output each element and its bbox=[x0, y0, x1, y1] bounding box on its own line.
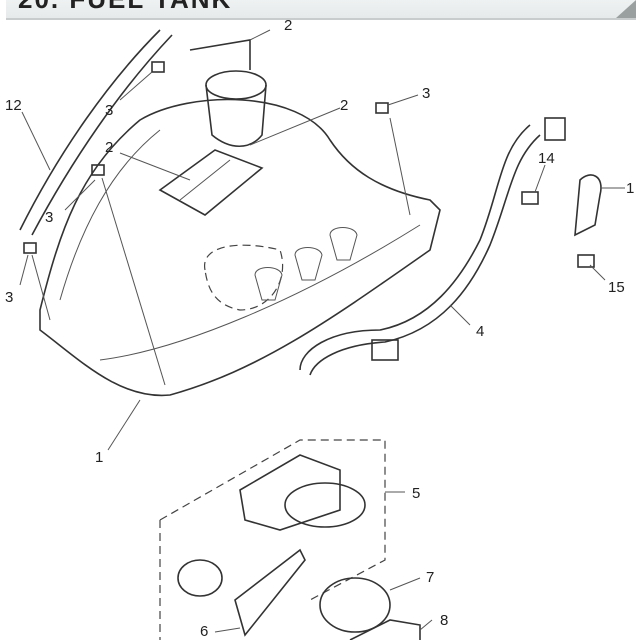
fuel-hose-4 bbox=[299, 124, 531, 371]
header-corner bbox=[616, 0, 636, 18]
callout-12: 12 bbox=[5, 97, 22, 114]
callout-14: 14 bbox=[538, 150, 555, 167]
callout-3: 3 bbox=[45, 209, 53, 226]
fuel-filter bbox=[177, 559, 223, 597]
bolt-icon bbox=[23, 61, 389, 254]
callout-1: 1 bbox=[95, 449, 103, 466]
pad-2 bbox=[158, 149, 264, 216]
hose-12 bbox=[19, 29, 161, 231]
callout-2: 2 bbox=[105, 139, 113, 156]
callout-5: 5 bbox=[412, 485, 420, 502]
ring-7 bbox=[319, 577, 391, 633]
callout-3: 3 bbox=[105, 102, 113, 119]
callout-6: 6 bbox=[200, 623, 208, 640]
callout-1: 1 bbox=[626, 180, 634, 197]
callout-4: 4 bbox=[476, 323, 484, 340]
callout-15: 15 bbox=[608, 279, 625, 296]
callout-7: 7 bbox=[426, 569, 434, 586]
gasket-6 bbox=[234, 548, 306, 637]
callout-2: 2 bbox=[340, 97, 348, 114]
callout-8: 8 bbox=[440, 612, 448, 629]
callout-2: 2 bbox=[284, 17, 292, 34]
fuel-pump-5 bbox=[239, 454, 341, 531]
section-header: 20. FUEL TANK bbox=[6, 0, 636, 20]
fuel-tank bbox=[39, 98, 441, 397]
callout-3: 3 bbox=[5, 289, 13, 306]
section-title: 20. FUEL TANK bbox=[18, 0, 232, 15]
callout-3: 3 bbox=[422, 85, 430, 102]
